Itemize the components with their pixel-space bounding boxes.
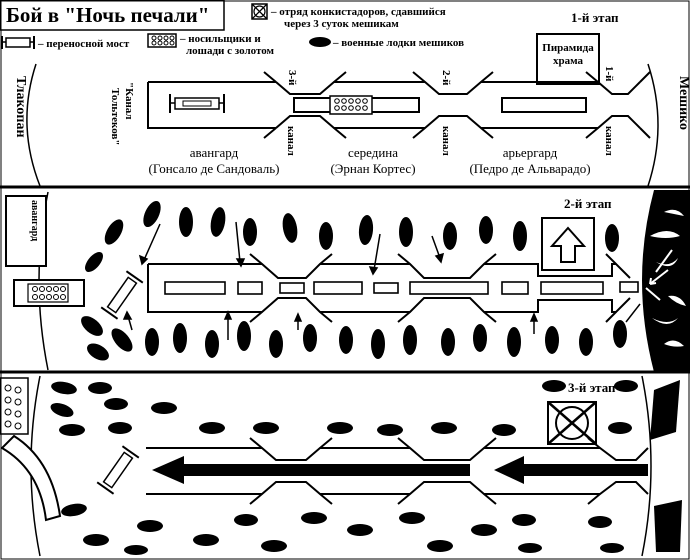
center-label: середина	[348, 145, 398, 160]
canal-1-word: канал	[603, 126, 615, 156]
stage-3-boats	[50, 380, 638, 555]
tlacopan-label: Тлакопан	[13, 76, 28, 138]
stage-3-retreat-arrow-rear	[494, 456, 648, 484]
stage-3-mexico-block-bottom	[654, 500, 682, 552]
legend-detachment-line1: – отряд конкистадоров, сдавшийся	[270, 6, 446, 18]
center-commander: (Эрнан Кортес)	[330, 161, 415, 176]
temple-pyramid	[536, 33, 600, 85]
stage-2-causeway	[147, 253, 631, 323]
stage-3-panel: 3-й этап	[0, 375, 682, 557]
legend-porters-line: – носильщики и	[179, 33, 261, 45]
stage-3-retreat-arrow-main	[152, 456, 470, 484]
stage-3-surrendered-detachment	[547, 401, 597, 445]
stage-2-shore-warriors	[650, 209, 686, 347]
stage-2-boats	[81, 200, 627, 361]
canal-3-number: 3-й	[286, 70, 298, 86]
stage-3-bridge	[96, 445, 140, 495]
canal-3-word: канал	[285, 126, 297, 156]
legend-porters-text: – носильщики и лошади с золотом	[179, 33, 275, 57]
stage-1-causeway	[147, 71, 651, 139]
vanguard-commander: (Гонсало де Сандоваль)	[149, 161, 280, 176]
title-box	[0, 0, 225, 31]
stage-2-attack-arrows	[122, 221, 641, 340]
stage-2-vanguard-box	[5, 195, 47, 267]
stage-1-porters	[329, 95, 373, 115]
stage-2-shore-arrows	[645, 249, 673, 301]
map-title: Бой в "Ночь печали"	[6, 3, 209, 27]
canal-2-number: 2-й	[440, 70, 452, 86]
vanguard-label: авангард	[190, 145, 239, 160]
stage-1-label: 1-й этап	[571, 10, 619, 25]
stage-3-causeway	[146, 437, 649, 505]
bridge-legend-icon	[1, 36, 35, 49]
stage-2-vanguard-label: авангард	[29, 200, 40, 241]
stage-3-tlacopan-porters	[0, 377, 29, 435]
legend-bridge-text: – переносной мост	[37, 38, 130, 50]
stage-1-panel: Тлакопан Мешико 1-й этап Пирамида храма	[0, 10, 690, 189]
legend-boats-text: – военные лодки мешиков	[332, 37, 464, 49]
legend-detachment-line2: через 3 суток мешикам	[284, 18, 399, 30]
stage-2-porters	[13, 279, 85, 307]
rearguard-commander: (Педро де Альварадо)	[469, 161, 590, 176]
stage-3-label: 3-й этап	[568, 380, 616, 395]
toltec-canal-line2: Тольтеков"	[109, 88, 121, 146]
boat-legend-icon	[309, 37, 331, 47]
pyramid-label-line2: храма	[553, 55, 584, 67]
canal-1-number: 1-й	[603, 66, 615, 82]
stage-2-panel: 2-й этап авангард	[0, 190, 690, 374]
detachment-legend-icon	[251, 3, 268, 20]
stage-2-temple-arrow	[549, 226, 587, 263]
rearguard-label: арьергард	[503, 145, 558, 160]
legend-panel: Бой в "Ночь печали" – переносной мост – …	[0, 0, 464, 57]
stage-1-bridge	[169, 94, 225, 113]
canal-2-word: канал	[440, 126, 452, 156]
stage-2-label: 2-й этап	[564, 196, 612, 211]
legend-porters-line2: лошади с золотом	[186, 45, 275, 57]
stage-3-mexico-block-top	[650, 380, 680, 440]
stage-1-rearguard-column	[501, 97, 587, 113]
porters-legend-icon	[147, 33, 177, 48]
toltec-canal-line1: "Канал	[123, 82, 135, 120]
mexico-label: Мешико	[676, 76, 690, 130]
stage-2-column-segments	[164, 281, 639, 295]
stage-3-escape-route	[0, 434, 62, 522]
stage-2-bridge	[100, 270, 144, 320]
pyramid-label-line1: Пирамида	[542, 42, 594, 54]
